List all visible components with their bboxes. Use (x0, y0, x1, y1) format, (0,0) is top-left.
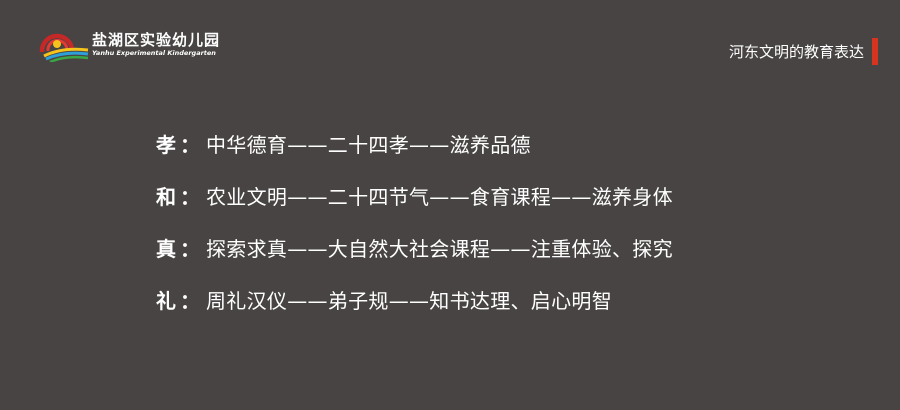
list-item-li: 礼 ： 周礼汉仪——弟子规——知书达理、启心明智 (156, 284, 673, 314)
list-item-colon: ： (180, 288, 200, 313)
list-item-label: 孝 (156, 132, 176, 157)
list-item-he: 和 ： 农业文明——二十四节气——食育课程——滋养身体 (156, 180, 673, 210)
kindergarten-logo: 盐湖区实验幼儿园 Yanhu Experimental Kindergarten (38, 26, 220, 62)
accent-bar (872, 38, 878, 65)
list-item-label: 和 (156, 184, 176, 209)
list-item-xiao: 孝 ： 中华德育——二十四孝——滋养品德 (156, 128, 673, 158)
logo-name-cn: 盐湖区实验幼儿园 (92, 30, 221, 49)
list-item-zhen: 真 ： 探索求真——大自然大社会课程——注重体验、探究 (156, 232, 673, 262)
logo-name-en: Yanhu Experimental Kindergarten (92, 48, 216, 57)
list-item-colon: ： (180, 184, 200, 209)
list-item-text: 农业文明——二十四节气——食育课程——滋养身体 (206, 184, 673, 209)
page-title: 河东文明的教育表达 (728, 42, 864, 61)
logo-emblem-icon (39, 33, 89, 62)
list-item-text: 中华德育——二十四孝——滋养品德 (206, 132, 531, 157)
header-title-area: 河东文明的教育表达 (729, 38, 878, 65)
list-item-colon: ： (180, 132, 200, 157)
logo-text: 盐湖区实验幼儿园 Yanhu Experimental Kindergarten (92, 31, 220, 58)
list-item-label: 真 (156, 236, 176, 261)
content-list: 孝 ： 中华德育——二十四孝——滋养品德 和 ： 农业文明——二十四节气——食育… (156, 128, 673, 336)
list-item-text: 周礼汉仪——弟子规——知书达理、启心明智 (206, 288, 612, 313)
list-item-label: 礼 (156, 288, 176, 313)
list-item-text: 探索求真——大自然大社会课程——注重体验、探究 (206, 236, 673, 261)
list-item-colon: ： (180, 236, 200, 261)
